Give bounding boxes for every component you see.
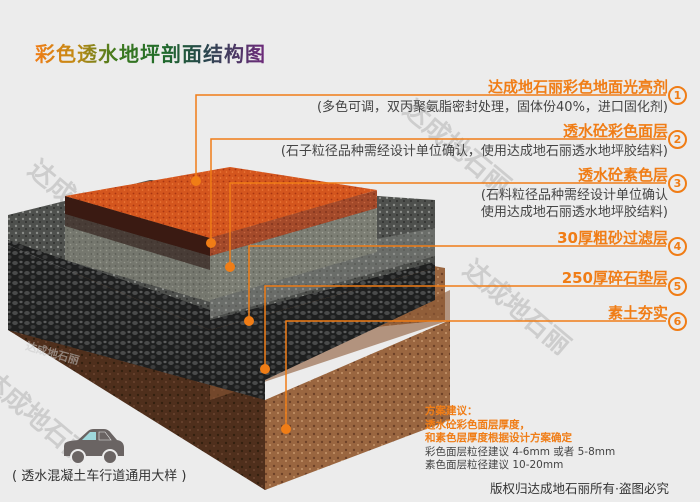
layer-desc-2: (石子粒径品种需经设计单位确认，使用达成地石丽透水地坪胶结料) — [280, 144, 668, 159]
layer-number-5: 5 — [668, 277, 687, 296]
leader-line-3 — [229, 182, 666, 267]
recommendation-line-1: 透水砼彩色面层厚度， — [425, 418, 530, 431]
layer-number-2: 2 — [668, 130, 687, 149]
car-caption: ( 透水混凝土车行道通用大样 ) — [12, 469, 187, 484]
colored-surface-layer — [65, 167, 377, 270]
car-icon — [64, 429, 124, 465]
layer-label-2: 透水砼彩色面层 — [562, 122, 668, 140]
layer-desc-3a: (石料粒径品种需经设计单位确认 — [480, 188, 668, 203]
leader-line-2 — [210, 138, 666, 243]
layer-label-1: 达成地石丽彩色地面光亮剂 — [487, 78, 668, 96]
leader-line-1 — [195, 94, 666, 181]
layer-number-3: 3 — [668, 174, 687, 193]
layer-number-1: 1 — [668, 86, 687, 105]
layer-label-4: 30厚粗砂过滤层 — [557, 229, 668, 247]
recommendation-heading: 方案建议： — [425, 405, 478, 417]
recommendation-block: 方案建议： 透水砼彩色面层厚度， 和素色层厚度根据设计方案确定 彩色面层粒径建议… — [425, 405, 615, 473]
page-title: 彩色透水地坪剖面结构图 — [35, 38, 266, 67]
layer-number-4: 4 — [668, 237, 687, 256]
leader-line-4 — [248, 245, 666, 321]
layer-label-5: 250厚碎石垫层 — [561, 269, 668, 287]
layer-desc-1: (多色可调，双丙聚氨脂密封处理，固体份40%，进口固化剂) — [316, 100, 668, 115]
layer-label-6: 素土夯实 — [607, 304, 668, 322]
leader-lines — [195, 94, 666, 429]
layer-desc-3b: 使用达成地石丽透水地坪胶结料) — [480, 205, 668, 220]
recommendation-line-4: 素色面层粒径建议 10-20mm — [425, 459, 564, 471]
layer-label-3: 透水砼素色层 — [577, 166, 668, 184]
recommendation-line-3: 彩色面层粒径建议 4-6mm 或者 5-8mm — [425, 445, 616, 458]
leader-line-5 — [264, 285, 666, 369]
recommendation-line-2: 和素色层厚度根据设计方案确定 — [425, 432, 572, 444]
leader-line-6 — [285, 320, 666, 429]
leader-dots — [191, 176, 291, 434]
layer-number-6: 6 — [668, 312, 687, 331]
copyright-notice: 版权归达成地石丽所有·盗图必究 — [490, 481, 669, 496]
